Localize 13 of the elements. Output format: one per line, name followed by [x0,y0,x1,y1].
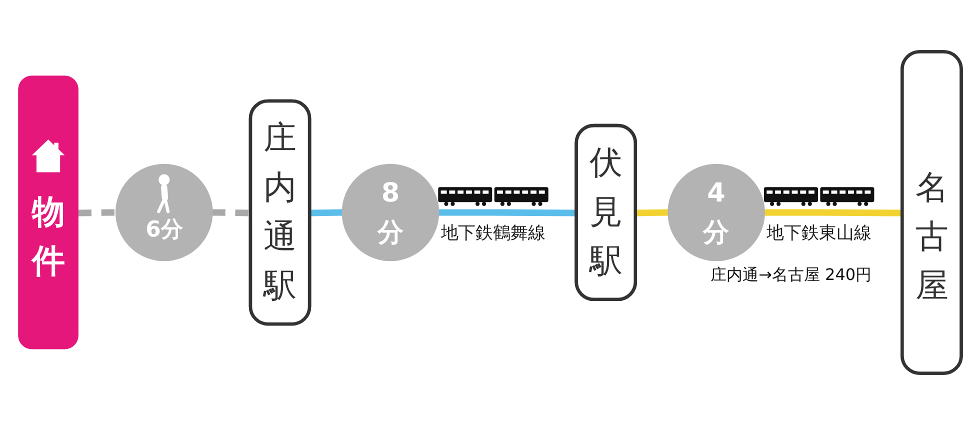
subway-line [310,209,344,216]
subway-line [764,209,903,216]
subway-line [636,209,670,216]
travel-time-circle: 8分 [342,164,440,262]
walking-route-line [78,209,116,216]
subway-line [438,209,577,216]
station-box: 伏見駅 [574,124,638,302]
station-box: 庄内通駅 [248,99,312,326]
property-bar: 物件 [18,76,78,350]
walk-time-circle: 6分 [116,164,213,262]
fare-note: 庄内通→名古屋 240円 [710,264,872,286]
travel-time-circle: 4分 [668,164,765,262]
station-box: 名古屋 [900,50,963,375]
